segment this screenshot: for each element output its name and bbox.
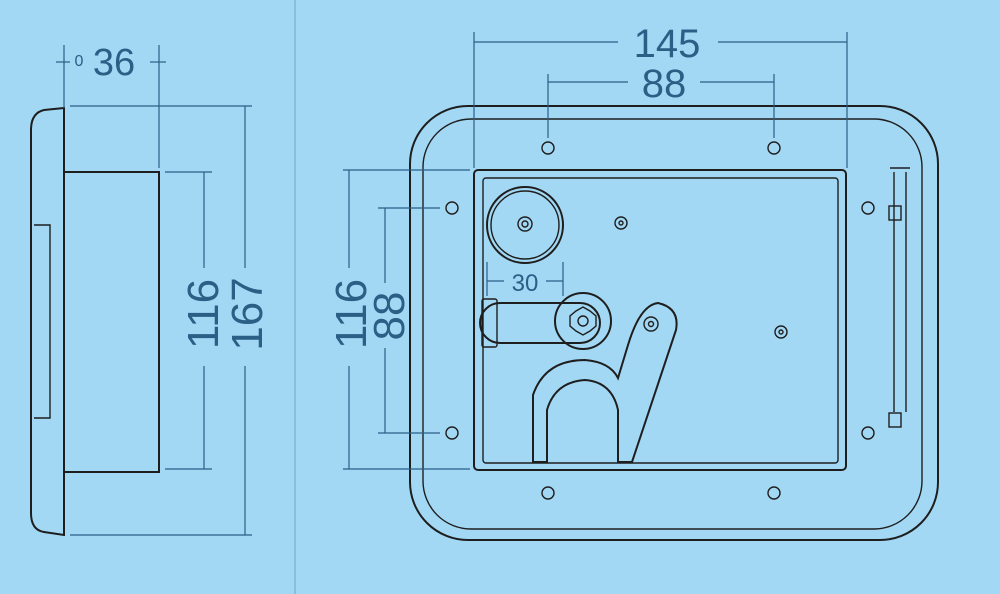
front-slot-clip-top: [888, 205, 902, 221]
handle-width-label: 30: [512, 270, 539, 297]
side-depth-prefix: 0: [75, 53, 84, 70]
latch-arm-pivot: [643, 316, 659, 332]
side-flange-step: [34, 224, 51, 419]
front-hole-spacing-h-label: 88: [642, 62, 687, 106]
mounting-hole: [767, 141, 781, 155]
latch-cam: [554, 292, 612, 350]
rivet-center: [778, 329, 784, 335]
mounting-hole: [541, 141, 555, 155]
mounting-hole: [445, 201, 459, 215]
mounting-hole: [861, 201, 875, 215]
front-recess-pan: [473, 169, 847, 471]
side-body-height-label: 116: [179, 279, 228, 349]
front-recess-pan-inner: [482, 177, 839, 464]
rivet: [614, 216, 628, 230]
front-outer-flange: [409, 105, 939, 541]
side-view: 0 36 116 167: [30, 42, 272, 537]
mounting-hole: [541, 486, 555, 500]
rivet-center: [618, 220, 624, 226]
mounting-hole: [445, 426, 459, 440]
front-inner-flange: [422, 118, 923, 530]
latch-arm: [532, 301, 678, 463]
front-view: 30 145 88 116 88: [327, 22, 939, 541]
lock-keyhole-icon: [517, 216, 533, 232]
front-body-height-label: 116: [327, 279, 376, 349]
front-hole-spacing-v-label: 88: [365, 292, 414, 341]
paddle-handle-bar: [479, 302, 601, 344]
side-flange: [30, 106, 65, 537]
side-housing-body: [63, 171, 160, 473]
latch-spindle-center: [577, 315, 589, 327]
front-overall-width-label: 145: [634, 22, 701, 66]
rivet: [774, 325, 788, 339]
mounting-hole: [767, 486, 781, 500]
lock-cylinder: [486, 186, 564, 264]
mounting-hole: [861, 426, 875, 440]
latch-arm-pivot-center: [647, 320, 655, 328]
latch-spindle-icon: [569, 306, 597, 336]
side-depth-label: 36: [93, 42, 135, 84]
lock-cylinder-inner: [490, 190, 560, 260]
side-overall-height-label: 167: [223, 277, 272, 350]
paddle-handle-slot: [481, 298, 498, 348]
lock-keyhole-center: [521, 220, 529, 228]
front-slot-clip-bottom: [888, 412, 902, 428]
front-right-slot: [890, 167, 910, 412]
